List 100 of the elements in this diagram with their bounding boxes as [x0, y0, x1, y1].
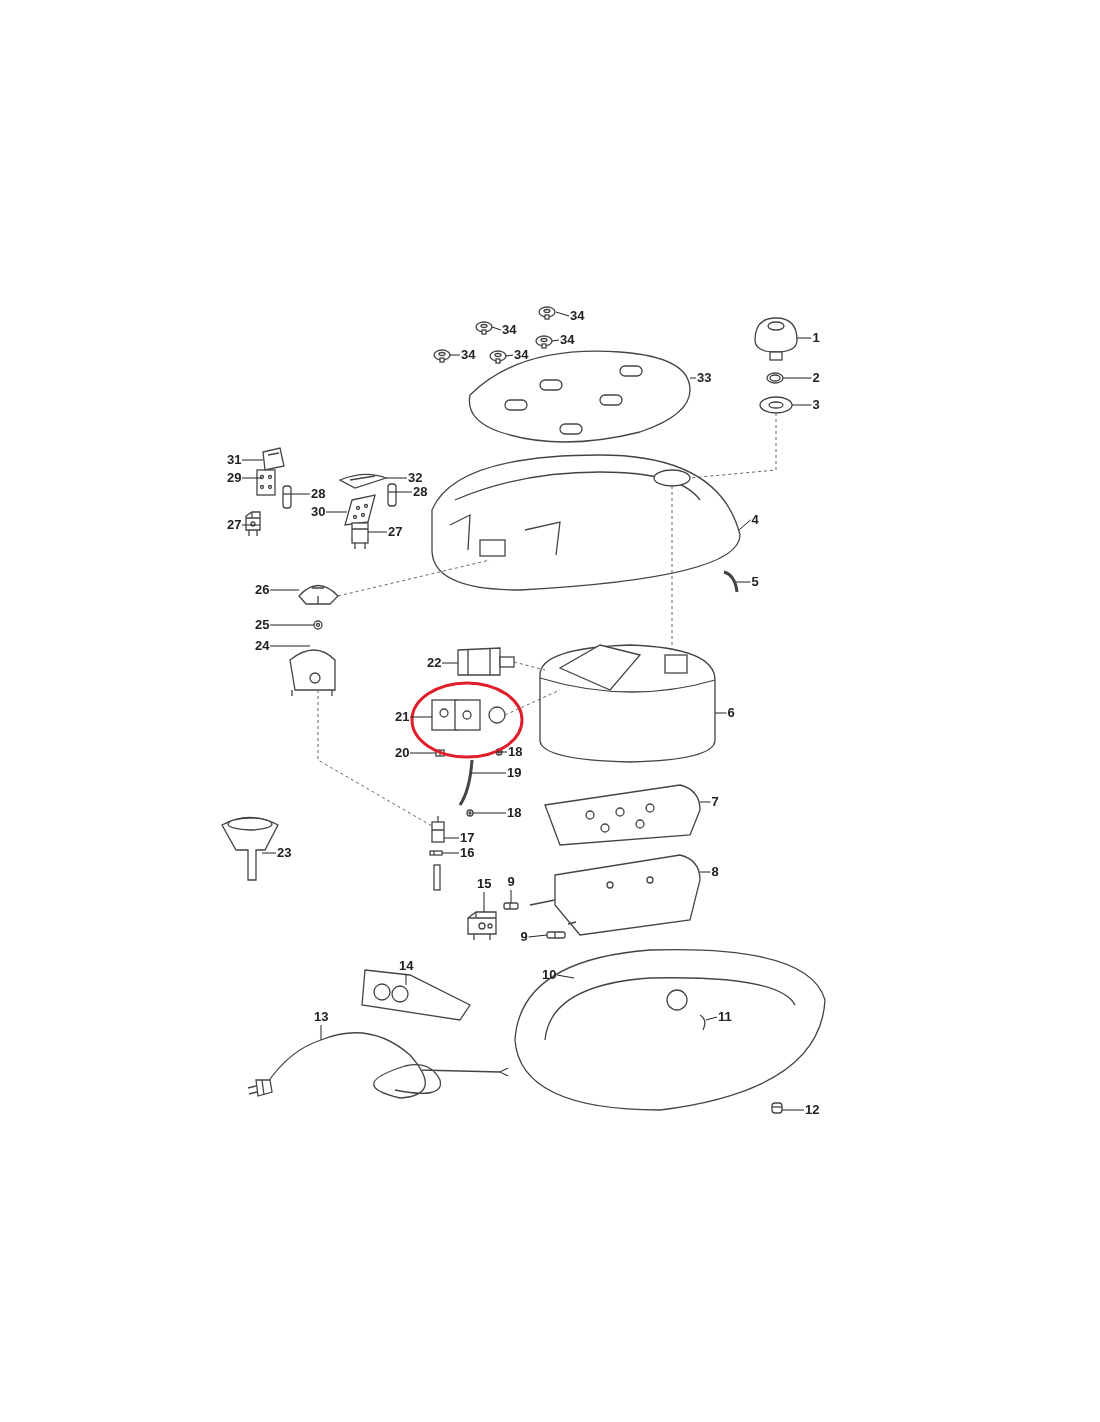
- funnel-drawing: [221, 816, 279, 881]
- o-ring-drawing: [766, 372, 784, 384]
- washer-drawing: [313, 620, 323, 630]
- callout-number: 25: [255, 617, 270, 633]
- callout-number: 28: [413, 484, 428, 500]
- callout-number: 31: [227, 452, 242, 468]
- button-cap-drawing: [475, 321, 493, 335]
- callout-number: 34: [514, 347, 529, 363]
- leader-line: [472, 812, 507, 814]
- callout-number: 12: [805, 1102, 820, 1118]
- cap-drawing: [298, 584, 339, 605]
- leader-line: [385, 477, 408, 479]
- callout-number: 8: [711, 864, 719, 880]
- callout-number: 17: [460, 830, 475, 846]
- callout-number: 14: [399, 958, 414, 974]
- switch-panel-drawing: [361, 969, 471, 1021]
- leader-line: [528, 934, 548, 938]
- leader-line: [470, 772, 507, 774]
- assembly-line: [513, 661, 546, 671]
- housing-cover-drawing: [431, 454, 741, 591]
- callout-number: 23: [277, 845, 292, 861]
- leader-line: [290, 493, 311, 495]
- switch-drawing: [351, 522, 369, 550]
- callout-number: 2: [812, 370, 820, 386]
- leader-line: [241, 459, 264, 461]
- hose-drawing: [458, 759, 474, 806]
- leader-line: [796, 337, 812, 339]
- button-cap-drawing: [489, 350, 507, 364]
- ring-nut-drawing: [759, 396, 793, 414]
- leader-line: [510, 889, 512, 904]
- lamp-drawing: [282, 485, 292, 509]
- leader-line: [781, 1109, 805, 1111]
- leader-line: [241, 524, 261, 526]
- leader-line: [269, 589, 300, 591]
- callout-number: 33: [697, 370, 712, 386]
- callout-number: 34: [560, 332, 575, 348]
- callout-number: 11: [718, 1009, 732, 1025]
- screw-drawing: [435, 749, 445, 757]
- callout-number: 7: [711, 794, 719, 810]
- leader-line: [791, 404, 812, 406]
- connector-drawing: [546, 931, 566, 939]
- gasket-plate-drawing: [544, 784, 701, 846]
- callout-number: 27: [227, 517, 242, 533]
- button-cap-drawing: [433, 349, 451, 363]
- leader-line: [555, 311, 570, 317]
- callout-number: 18: [507, 805, 522, 821]
- foot-drawing: [771, 1102, 783, 1114]
- callout-number: 21: [395, 709, 410, 725]
- lamp-drawing: [387, 483, 397, 507]
- callout-number: 24: [255, 638, 270, 654]
- leader-line: [505, 354, 514, 357]
- leader-line: [491, 326, 502, 331]
- callout-number: 9: [520, 929, 528, 945]
- leader-line: [449, 354, 461, 356]
- callout-number: 10: [542, 967, 557, 983]
- leader-line: [782, 377, 812, 379]
- callout-number: 32: [408, 470, 423, 486]
- leader-line: [325, 511, 348, 513]
- callout-number: 13: [314, 1009, 329, 1025]
- leader-line: [441, 662, 459, 664]
- callout-number: 3: [812, 397, 820, 413]
- connector-drawing: [503, 902, 519, 910]
- callout-number: 16: [460, 845, 475, 861]
- callout-number: 28: [311, 486, 326, 502]
- switch-drawing: [245, 511, 261, 537]
- leader-line: [367, 531, 388, 533]
- thermostat-drawing: [467, 911, 497, 941]
- callout-number: 34: [570, 308, 585, 324]
- lever-drawing: [339, 473, 387, 489]
- power-cord-drawing: [247, 1032, 509, 1099]
- button-cap-drawing: [535, 335, 553, 349]
- gasket-drawing: [466, 809, 474, 817]
- leader-line: [556, 974, 575, 979]
- leader-line: [705, 1016, 718, 1021]
- solenoid-valve-drawing: [431, 699, 506, 731]
- callout-number: 4: [751, 512, 759, 528]
- callout-number: 30: [311, 504, 326, 520]
- leader-line: [714, 712, 727, 714]
- callout-number: 20: [395, 745, 410, 761]
- callout-number: 15: [477, 876, 492, 892]
- leader-line: [395, 491, 413, 493]
- boiler-drawing: [539, 644, 716, 763]
- button-cap-drawing: [538, 306, 556, 320]
- callout-number: 9: [507, 874, 515, 890]
- callout-number: 18: [508, 744, 523, 760]
- leader-line: [405, 973, 407, 986]
- callout-number: 19: [507, 765, 522, 781]
- knob-drawing: [754, 317, 798, 361]
- valve-drawing: [431, 815, 445, 843]
- leader-line: [269, 645, 311, 647]
- callout-number: 34: [461, 347, 476, 363]
- clip-drawing: [723, 570, 739, 593]
- callout-number: 26: [255, 582, 270, 598]
- plate-drawing: [256, 469, 276, 496]
- leader-line: [495, 751, 508, 753]
- assembly-line: [317, 689, 433, 827]
- callout-number: 5: [751, 574, 759, 590]
- pump-drawing: [457, 647, 515, 676]
- callout-number: 34: [502, 322, 517, 338]
- heating-plate-drawing: [529, 854, 701, 936]
